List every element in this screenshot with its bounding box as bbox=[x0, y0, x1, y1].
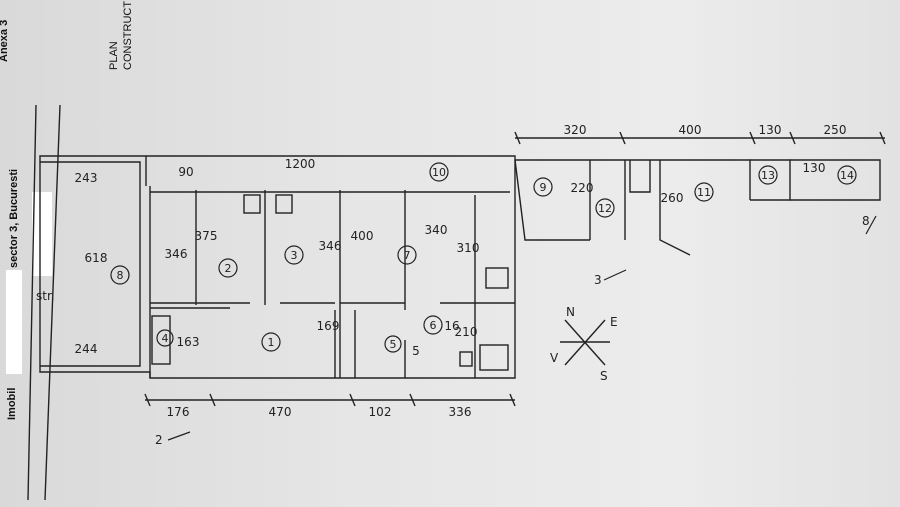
dim-163: 163 bbox=[177, 335, 200, 349]
dim-5: 5 bbox=[412, 344, 420, 358]
dim-310: 310 bbox=[457, 241, 480, 255]
room-marker-5 bbox=[384, 335, 402, 353]
dim-bottom-176: 176 bbox=[167, 405, 190, 419]
dim-618: 618 bbox=[85, 251, 108, 265]
room-marker-2 bbox=[218, 258, 238, 278]
room-label-14: 14 bbox=[840, 169, 854, 182]
redaction-block-2 bbox=[32, 192, 52, 276]
room-marker-13 bbox=[758, 165, 778, 185]
room-label-6: 6 bbox=[430, 319, 437, 332]
room-label-8: 8 bbox=[117, 269, 124, 282]
dim-220: 220 bbox=[571, 181, 594, 195]
room-marker-8 bbox=[110, 265, 130, 285]
room-label-1: 1 bbox=[268, 336, 275, 349]
dim-340: 340 bbox=[425, 223, 448, 237]
room-marker-7 bbox=[397, 245, 417, 265]
compass-n: N bbox=[566, 305, 575, 319]
dim-90: 90 bbox=[178, 165, 193, 179]
dim-244: 244 bbox=[75, 342, 98, 356]
room-marker-14 bbox=[837, 165, 857, 185]
view-mark-8: 8 bbox=[862, 214, 870, 228]
dim-top-320: 320 bbox=[564, 123, 587, 137]
room-marker-12 bbox=[595, 198, 615, 218]
view-mark-2: 2 bbox=[155, 433, 163, 447]
dim-169: 169 bbox=[317, 319, 340, 333]
dim-346-a: 346 bbox=[165, 247, 188, 261]
dim-bottom-470: 470 bbox=[269, 405, 292, 419]
dim-bottom-102: 102 bbox=[369, 405, 392, 419]
dim-top-400: 400 bbox=[679, 123, 702, 137]
room-marker-6 bbox=[423, 315, 443, 335]
room-marker-1 bbox=[261, 332, 281, 352]
dim-400: 400 bbox=[351, 229, 374, 243]
room-label-3: 3 bbox=[291, 249, 298, 262]
room-marker-4 bbox=[156, 329, 174, 347]
room-marker-11 bbox=[694, 182, 714, 202]
dim-346-b: 346 bbox=[319, 239, 342, 253]
dim-130-b: 130 bbox=[803, 161, 826, 175]
compass-e: E bbox=[610, 315, 618, 329]
room-markers bbox=[110, 162, 857, 353]
room-label-7: 7 bbox=[404, 249, 411, 262]
dim-375: 375 bbox=[195, 229, 218, 243]
compass-v: V bbox=[550, 351, 559, 365]
street-label: str. bbox=[36, 289, 55, 303]
room-label-10: 10 bbox=[432, 166, 446, 179]
compass-s: S bbox=[600, 369, 608, 383]
dim-16: 16 bbox=[444, 319, 459, 333]
room-marker-9 bbox=[533, 177, 553, 197]
room-label-5: 5 bbox=[390, 338, 397, 351]
dim-260: 260 bbox=[661, 191, 684, 205]
dim-210: 210 bbox=[455, 325, 478, 339]
dim-top-130: 130 bbox=[759, 123, 782, 137]
view-mark-3: 3 bbox=[594, 273, 602, 287]
dim-243: 243 bbox=[75, 171, 98, 185]
room-label-12: 12 bbox=[598, 202, 612, 215]
room-label-11: 11 bbox=[697, 186, 711, 199]
dim-bottom-336: 336 bbox=[449, 405, 472, 419]
redaction-block bbox=[6, 270, 22, 374]
room-label-4: 4 bbox=[162, 332, 169, 345]
room-label-13: 13 bbox=[761, 169, 775, 182]
room-marker-3 bbox=[284, 245, 304, 265]
room-label-2: 2 bbox=[225, 262, 232, 275]
dim-1200: 1200 bbox=[285, 157, 316, 171]
dim-top-250: 250 bbox=[824, 123, 847, 137]
room-marker-10 bbox=[429, 162, 449, 182]
room-label-9: 9 bbox=[540, 181, 547, 194]
